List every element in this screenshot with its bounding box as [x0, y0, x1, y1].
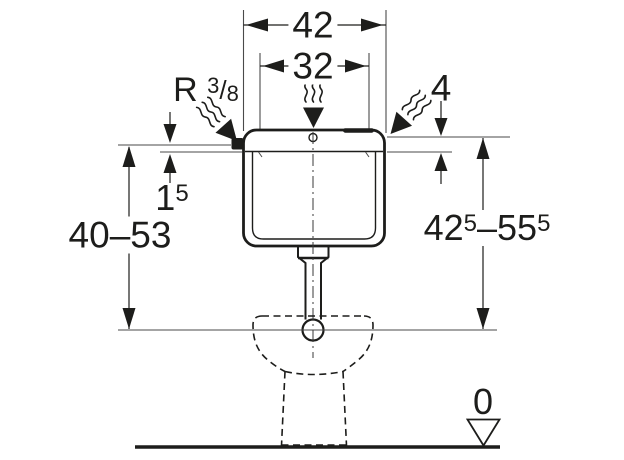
- lid-actuator-bar: [343, 128, 374, 133]
- label-top-width: 42: [288, 6, 338, 44]
- label-height-range-supply: 40–53: [64, 216, 176, 254]
- cistern-inner-wall: [251, 151, 377, 240]
- water-flow-icon: [195, 96, 237, 141]
- dimension-lid-height: [434, 101, 448, 184]
- fastening-marks: [258, 151, 370, 158]
- label-height-range-top: 425–555: [419, 210, 555, 246]
- label-supply-thread: R 3/8: [173, 71, 239, 109]
- extension-lines: [118, 10, 510, 153]
- label-top-inner-width: 32: [288, 47, 338, 85]
- water-flow-icon: [390, 89, 432, 134]
- datum-triangle-icon: [465, 418, 502, 448]
- label-floor-level: 0: [472, 381, 494, 422]
- label-lid-height: 4: [430, 67, 452, 109]
- supply-connection-stub: [231, 138, 244, 150]
- dimension-supply-offset: [163, 112, 177, 183]
- label-supply-offset: 15: [155, 177, 189, 218]
- cistern-outline: [231, 128, 386, 248]
- toilet-bowl-dashed-outline: [252, 315, 374, 446]
